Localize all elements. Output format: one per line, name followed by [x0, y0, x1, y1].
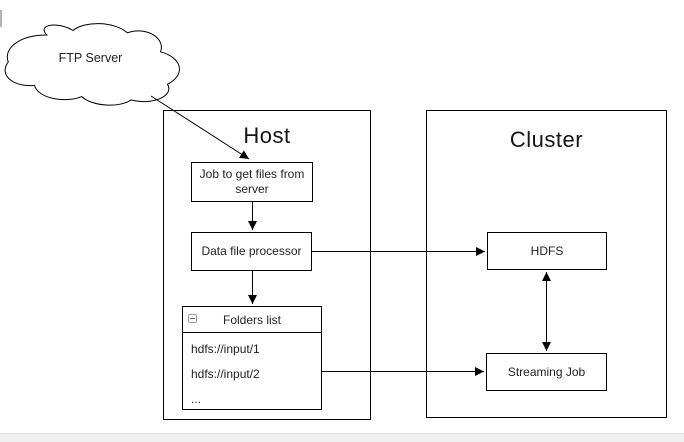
collapse-minus-icon[interactable] — [188, 314, 197, 323]
arrow-ftp-to-job — [150, 95, 250, 160]
ftp-server-cloud-shape — [4, 23, 180, 106]
folders-list-title: Folders list — [222, 312, 281, 327]
cluster-container: Cluster — [426, 110, 667, 418]
left-edge-artifact — [0, 10, 2, 27]
folder-list-item: hdfs://input/1 — [191, 342, 260, 356]
folders-list-box: Folders list hdfs://input/1 hdfs://input… — [182, 306, 322, 410]
data-file-processor-box: Data file processor — [191, 232, 312, 271]
host-title: Host — [243, 123, 291, 148]
job-to-get-files-box: Job to get files from server — [191, 162, 313, 202]
folders-list-header: Folders list — [183, 307, 321, 333]
ftp-server-label: FTP Server — [58, 51, 123, 65]
folder-list-item: ... — [191, 392, 202, 406]
folders-list-items: hdfs://input/1 hdfs://input/2 ... — [183, 333, 321, 412]
streaming-job-box: Streaming Job — [486, 353, 607, 391]
folder-list-item: hdfs://input/2 — [191, 367, 260, 381]
hdfs-box: HDFS — [487, 232, 607, 270]
cluster-title: Cluster — [509, 127, 584, 152]
host-container: Host — [163, 110, 371, 420]
page-bottom-edge — [0, 433, 684, 442]
